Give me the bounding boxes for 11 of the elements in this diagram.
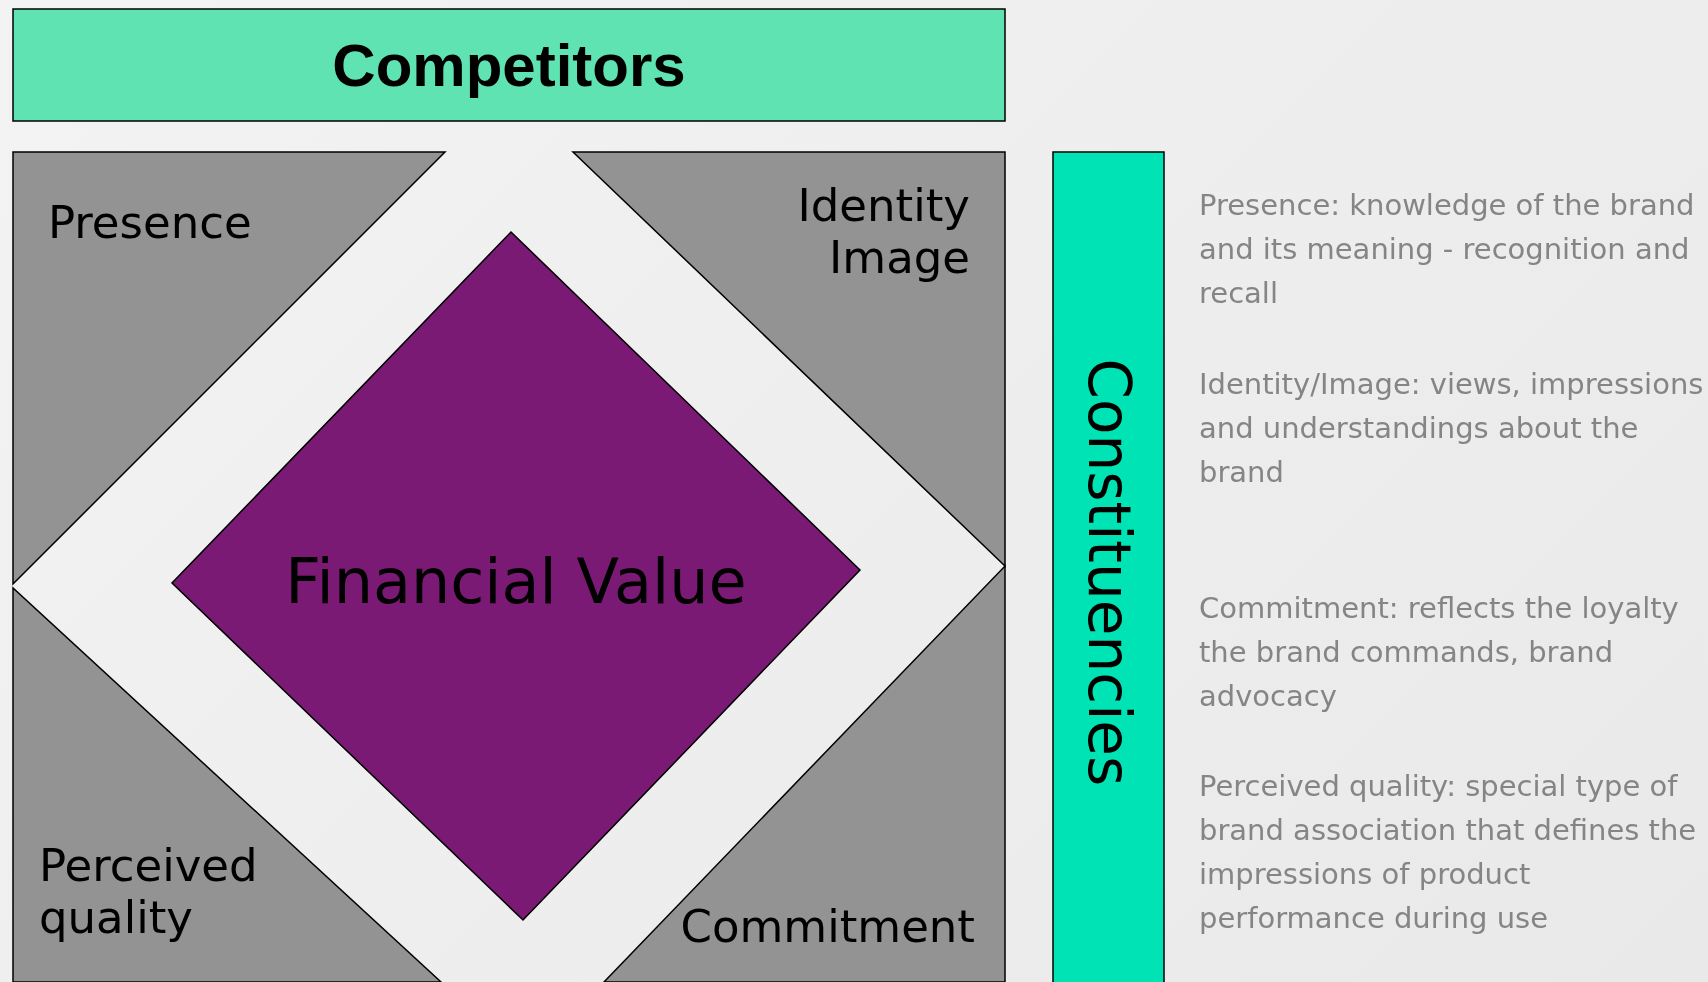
side-bar-label: Constituencies (1075, 358, 1142, 786)
corner-label: Identity Image (797, 179, 970, 284)
description-text: Identity/Image: views, impressions and understandings about the brand (1199, 366, 1704, 491)
corner-label: Perceived quality (39, 839, 258, 944)
diamond-label: Financial Value (285, 546, 747, 618)
description-text: Commitment: reflects the loyalty the brand commands, brand advocacy (1199, 590, 1680, 715)
corner-label: Presence (48, 196, 252, 249)
corner-label: Commitment (680, 900, 975, 953)
heading-text: Competitors (332, 30, 686, 100)
description-text: Presence: knowledge of the brand and its meaning - recognition and recall (1199, 187, 1696, 312)
description-text: Perceived quality: special type of brand association that defines the impressions of product performance during use (1199, 768, 1698, 937)
